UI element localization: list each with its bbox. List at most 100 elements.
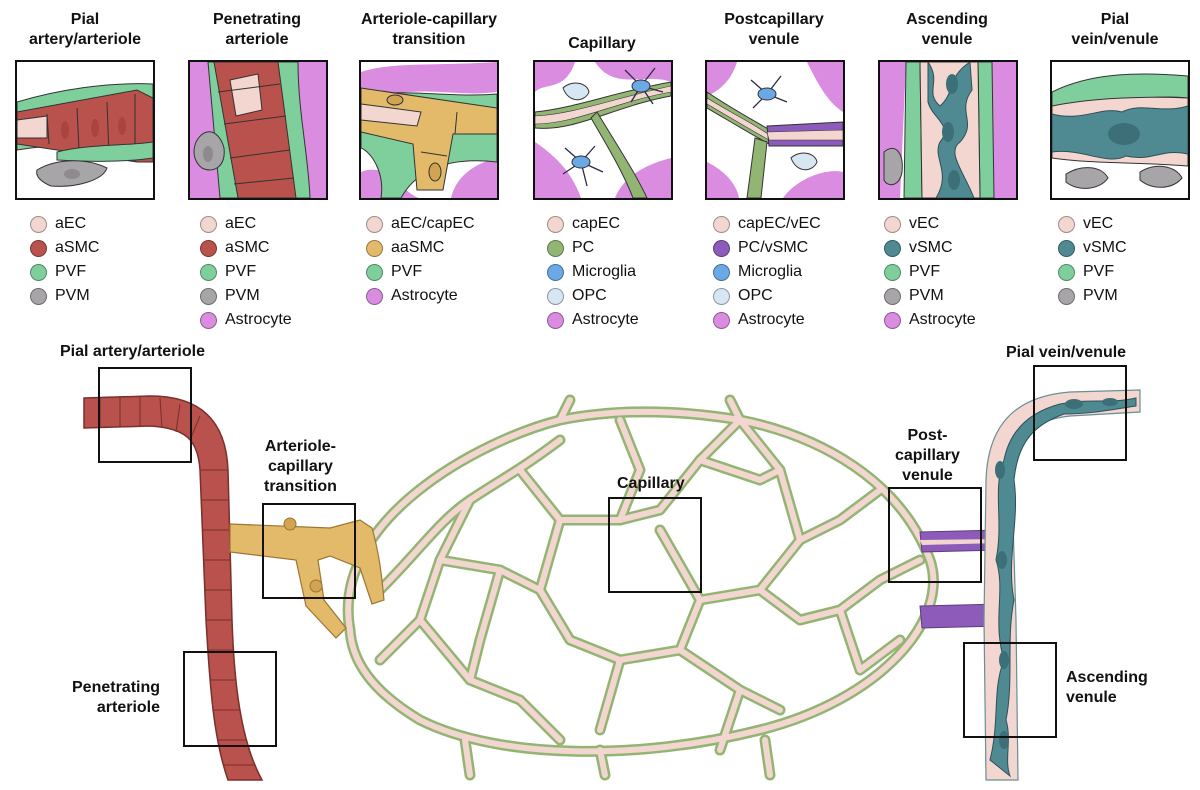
legend-swatch (884, 215, 901, 233)
panel-illustration (15, 60, 155, 200)
pial-artery-and-penetrating-arteriole (83, 395, 264, 781)
panel-title: Pial vein/venule (1071, 11, 1159, 48)
legend-swatch (1058, 239, 1075, 257)
legend-label: vEC (909, 215, 940, 232)
legend-swatch (200, 215, 217, 233)
panel-legend: capEC/vEC PC/vSMC Microglia OPC Astrocyt… (713, 212, 821, 332)
legend-label: capEC (572, 215, 621, 232)
legend-label: capEC/vEC (738, 215, 821, 232)
panel-legend: vEC vSMC PVF PVM (1058, 212, 1127, 308)
legend-swatch (713, 311, 730, 329)
legend-item: Astrocyte (547, 308, 639, 332)
legend-label: PVF (1083, 263, 1115, 280)
legend-item: PVF (200, 260, 292, 284)
legend-swatch (30, 287, 47, 305)
panel-title: Arteriole-capillary transition (360, 11, 498, 48)
legend-item: vEC (1058, 212, 1127, 236)
legend-label: Astrocyte (572, 311, 639, 328)
legend-label: PC (572, 239, 595, 256)
legend-item: aEC (30, 212, 99, 236)
legend-item: PVF (30, 260, 99, 284)
panel-title: Pial artery/arteriole (28, 11, 142, 48)
legend-swatch (366, 287, 383, 305)
legend-label: vEC (1083, 215, 1114, 232)
legend-swatch (884, 239, 901, 257)
legend-swatch (547, 287, 564, 305)
legend-swatch (884, 263, 901, 281)
legend-swatch (713, 287, 730, 305)
label-arteriole-capillary-transition: Arteriole- capillary transition (264, 438, 337, 495)
legend-item: vEC (884, 212, 976, 236)
panel-illustration (705, 60, 845, 200)
legend-label: PVM (225, 287, 260, 304)
legend-swatch (713, 239, 730, 257)
legend-label: PVF (225, 263, 257, 280)
label-pial-vein: Pial vein/venule (1006, 344, 1127, 361)
legend-swatch (713, 263, 730, 281)
legend-item: Astrocyte (884, 308, 976, 332)
legend-swatch (547, 239, 564, 257)
legend-label: OPC (572, 287, 607, 304)
legend-item: PVF (1058, 260, 1127, 284)
legend-label: Astrocyte (391, 287, 458, 304)
legend-label: OPC (738, 287, 773, 304)
legend-item: PVM (200, 284, 292, 308)
legend-label: aEC/capEC (391, 215, 475, 232)
legend-swatch (200, 287, 217, 305)
legend-label: PVF (55, 263, 87, 280)
capillary-network-endothelium (345, 397, 937, 778)
legend-item: PVM (884, 284, 976, 308)
legend-item: aEC (200, 212, 292, 236)
legend-item: Astrocyte (713, 308, 821, 332)
legend-label: aSMC (55, 239, 100, 256)
panel-illustration (188, 60, 328, 200)
legend-item: PVF (884, 260, 976, 284)
legend-item: Astrocyte (366, 284, 475, 308)
legend-label: Astrocyte (738, 311, 805, 328)
panel-title: Capillary (568, 35, 636, 52)
legend-item: Microglia (547, 260, 639, 284)
panel-legend: aEC/capEC aaSMC PVF Astrocyte (366, 212, 475, 308)
legend-label: Astrocyte (909, 311, 976, 328)
legend-item: OPC (713, 284, 821, 308)
capillary-network-pericytes (342, 394, 939, 781)
legend-label: Microglia (738, 263, 803, 280)
legend-item: Astrocyte (200, 308, 292, 332)
label-penetrating-arteriole: Penetrating arteriole (72, 679, 161, 716)
legend-item: OPC (547, 284, 639, 308)
legend-label: PVM (55, 287, 90, 304)
legend-label: PC/vSMC (738, 239, 809, 256)
label-capillary: Capillary (617, 475, 685, 492)
legend-label: PVM (1083, 287, 1118, 304)
legend-swatch (1058, 215, 1075, 233)
legend-label: aaSMC (391, 239, 445, 256)
arteriole-capillary-transition-segment (229, 517, 385, 639)
legend-label: vSMC (1083, 239, 1127, 256)
label-ascending-venule: Ascending venule (1066, 669, 1148, 706)
panel-title: Penetrating arteriole (212, 11, 301, 48)
location-box-pial-artery (98, 367, 192, 463)
legend-label: Microglia (572, 263, 637, 280)
legend-label: PVF (909, 263, 941, 280)
legend-swatch (30, 239, 47, 257)
legend-swatch (713, 215, 730, 233)
legend-swatch (366, 239, 383, 257)
legend-swatch (30, 215, 47, 233)
legend-label: PVM (909, 287, 944, 304)
legend-label: PVF (391, 263, 423, 280)
panel-title: Postcapillary venule (724, 11, 824, 48)
location-box-postcapillary-venule (888, 487, 982, 583)
legend-item: PVM (30, 284, 99, 308)
panel-legend: capEC PC Microglia OPC Astrocyte (547, 212, 639, 332)
panel-illustration (1050, 60, 1190, 200)
location-box-capillary (608, 497, 702, 593)
legend-label: vSMC (909, 239, 953, 256)
legend-swatch (200, 311, 217, 329)
panel-illustration (359, 60, 499, 200)
legend-swatch (200, 239, 217, 257)
panel-illustration (878, 60, 1018, 200)
legend-item: PC (547, 236, 639, 260)
legend-item: capEC (547, 212, 639, 236)
location-box-arteriole-capillary (262, 503, 356, 599)
panel-illustration (533, 60, 673, 200)
